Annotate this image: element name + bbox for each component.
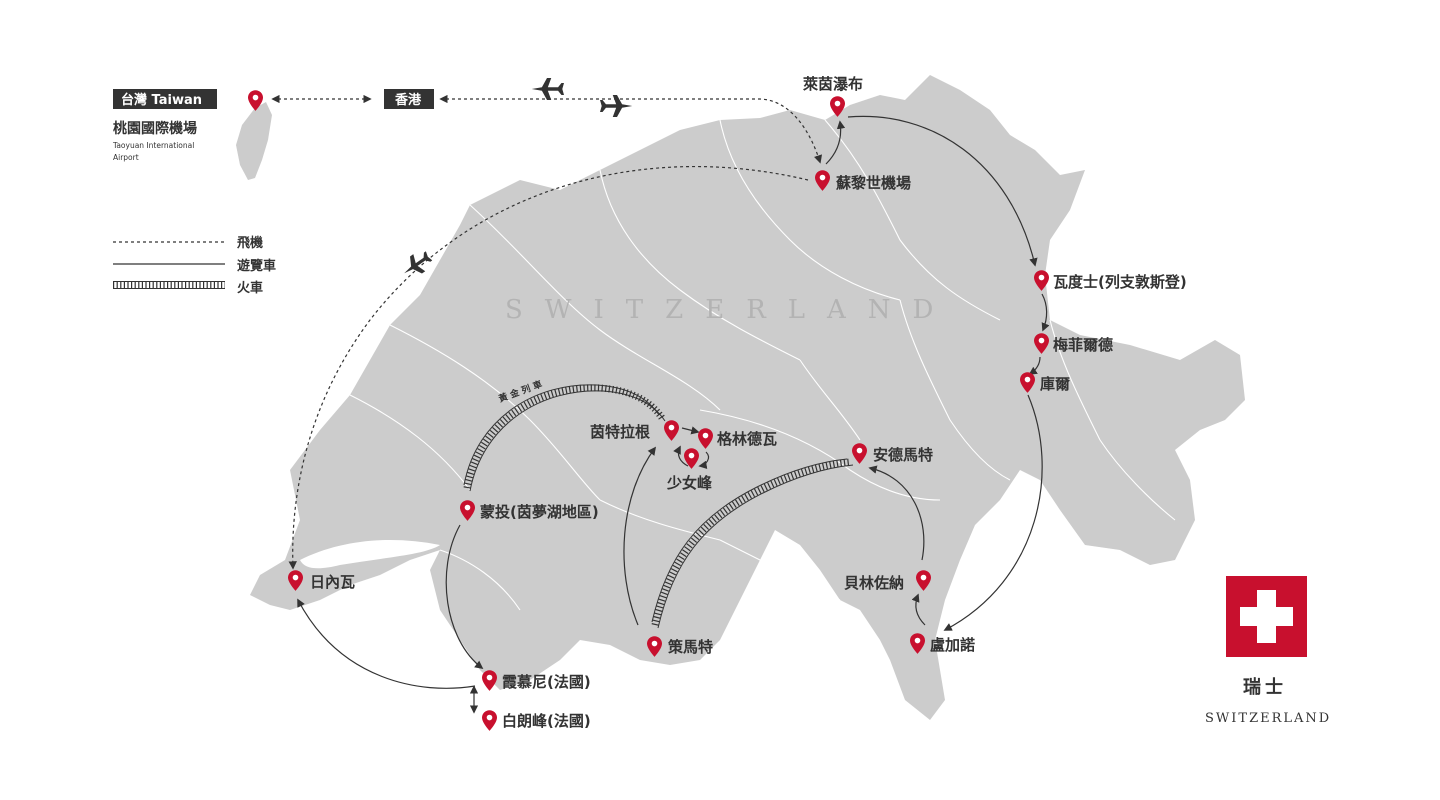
label-chamonix: 霞慕尼(法國)	[502, 673, 591, 691]
origin-airport-en-2: Airport	[113, 153, 139, 162]
legend: 飛機 遊覽車 火車	[113, 235, 276, 296]
label-andermatt: 安德馬特	[873, 446, 933, 464]
label-interlaken: 茵特拉根	[590, 423, 650, 441]
plane-icon	[531, 77, 564, 101]
label-lugano: 盧加諾	[930, 636, 975, 654]
label-maienfeld: 梅菲爾德	[1053, 336, 1113, 354]
flight-routes	[271, 94, 823, 570]
label-jungfrau: 少女峰	[666, 474, 713, 492]
lake-geneva	[300, 540, 440, 569]
country-name-cn: 瑞士	[1243, 677, 1287, 698]
coach-routes	[297, 115, 1050, 714]
svg-text:台灣 Taiwan: 台灣 Taiwan	[121, 92, 202, 108]
label-bellinzona: 貝林佐納	[844, 574, 904, 592]
plane-icon	[398, 247, 436, 282]
svg-text:香港: 香港	[394, 92, 422, 108]
hub-tag: 香港	[384, 89, 434, 109]
origin-airport-en-1: Taoyuan International	[112, 141, 194, 150]
label-zermatt: 策馬特	[667, 638, 713, 656]
label-montreux: 蒙投(茵夢湖地區)	[480, 503, 599, 521]
train-routes	[463, 384, 854, 629]
label-zurich-airport: 蘇黎世機場	[835, 174, 911, 192]
place-labels: 萊茵瀑布 蘇黎世機場 瓦度士(列支敦斯登) 梅菲爾德 庫爾 茵特拉根 格林德瓦 …	[310, 75, 1187, 730]
map-watermark: SWITZERLAND	[505, 295, 955, 325]
legend-coach-label: 遊覽車	[237, 258, 276, 274]
label-chur: 庫爾	[1040, 375, 1070, 393]
origin-tag: 台灣 Taiwan	[113, 89, 217, 109]
label-grindelwald: 格林德瓦	[717, 430, 777, 448]
label-vaduz: 瓦度士(列支敦斯登)	[1053, 273, 1187, 291]
legend-plane-label: 飛機	[236, 235, 263, 251]
pin-chamonix	[482, 670, 497, 691]
country-name-en: SWITZERLAND	[1205, 711, 1331, 726]
label-geneva: 日內瓦	[310, 573, 355, 591]
swiss-flag	[1226, 576, 1307, 657]
switzerland-land	[250, 75, 1245, 720]
taiwan-land	[236, 102, 272, 180]
plane-icon	[600, 94, 633, 118]
legend-train-label: 火車	[237, 280, 263, 296]
pin-mont-blanc	[482, 710, 497, 731]
label-rhine-falls: 萊茵瀑布	[802, 75, 863, 93]
label-mont-blanc: 白朗峰(法國)	[502, 712, 591, 730]
origin-airport-name: 桃園國際機場	[113, 120, 197, 137]
